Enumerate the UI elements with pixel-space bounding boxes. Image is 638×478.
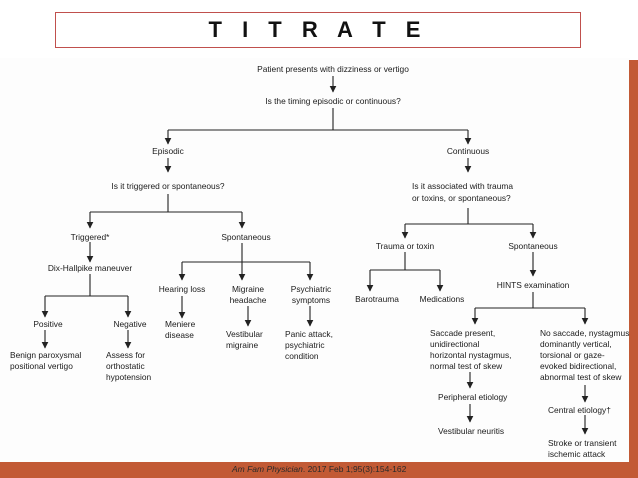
node-negative: Negative	[113, 319, 146, 329]
title-box: T I T R A T E	[55, 12, 581, 48]
node-panic-line2: psychiatric	[285, 340, 325, 350]
node-orthostatic-line1: Assess for	[106, 350, 145, 360]
node-psychiatric-symptoms-line1: Psychiatric	[291, 284, 332, 294]
node-stroke-line2: ischemic attack	[548, 449, 606, 459]
node-continuous: Continuous	[447, 146, 489, 156]
node-panic-line3: condition	[285, 351, 319, 361]
node-vestibular-migraine-line2: migraine	[226, 340, 258, 350]
node-bppv-line2: positional vertigo	[10, 361, 73, 371]
node-no-saccade-line4: evoked bidirectional,	[540, 361, 616, 371]
node-no-saccade-line1: No saccade, nystagmus	[540, 328, 629, 338]
node-saccade-line4: normal test of skew	[430, 361, 503, 371]
node-medications: Medications	[420, 294, 465, 304]
node-trauma-question-line2: or toxins, or spontaneous?	[412, 193, 511, 203]
node-trauma-question-line1: Is it associated with trauma	[412, 181, 513, 191]
node-saccade-line1: Saccade present,	[430, 328, 495, 338]
node-trauma-or-toxin: Trauma or toxin	[376, 241, 435, 251]
slide-title: T I T R A T E	[208, 17, 428, 42]
node-orthostatic-line2: orthostatic	[106, 361, 145, 371]
node-bppv-line1: Benign paroxysmal	[10, 350, 81, 360]
node-meniere-line1: Meniere	[165, 319, 196, 329]
node-vestibular-migraine-line1: Vestibular	[226, 329, 263, 339]
node-psychiatric-symptoms-line2: symptoms	[292, 295, 330, 305]
node-start: Patient presents with dizziness or verti…	[257, 64, 409, 74]
node-hearing-loss: Hearing loss	[159, 284, 206, 294]
node-dix-hallpike: Dix-Hallpike maneuver	[48, 263, 132, 273]
node-saccade-line3: horizontal nystagmus,	[430, 350, 511, 360]
node-no-saccade-line2: dominantly vertical,	[540, 339, 612, 349]
node-peripheral-etiology: Peripheral etiology	[438, 392, 508, 402]
node-barotrauma: Barotrauma	[355, 294, 399, 304]
node-saccade-line2: unidirectional	[430, 339, 479, 349]
citation: Am Fam Physician. 2017 Feb 1;95(3):154-1…	[232, 464, 406, 474]
connector-lines	[41, 76, 589, 435]
node-triggered-question: Is it triggered or spontaneous?	[111, 181, 224, 191]
node-triggered: Triggered*	[71, 232, 111, 242]
citation-details: . 2017 Feb 1;95(3):154-162	[302, 464, 407, 474]
node-episodic: Episodic	[152, 146, 184, 156]
node-orthostatic-line3: hypotension	[106, 372, 152, 382]
node-migraine-headache-line1: Migraine	[232, 284, 264, 294]
footer-bar	[0, 462, 638, 478]
node-migraine-headache-line2: headache	[230, 295, 267, 305]
node-panic-line1: Panic attack,	[285, 329, 333, 339]
node-timing-question: Is the timing episodic or continuous?	[265, 96, 401, 106]
node-spontaneous-episodic: Spontaneous	[221, 232, 270, 242]
flowchart-area	[0, 58, 630, 462]
citation-journal: Am Fam Physician	[232, 464, 303, 474]
node-stroke-line1: Stroke or transient	[548, 438, 617, 448]
right-accent-bar	[629, 60, 638, 462]
node-meniere-line2: disease	[165, 330, 194, 340]
node-central-etiology: Central etiology†	[548, 405, 611, 415]
node-no-saccade-line5: abnormal test of skew	[540, 372, 622, 382]
node-spontaneous-continuous: Spontaneous	[508, 241, 557, 251]
node-positive: Positive	[33, 319, 63, 329]
node-no-saccade-line3: torsional or gaze-	[540, 350, 605, 360]
node-hints-examination: HINTS examination	[497, 280, 570, 290]
node-vestibular-neuritis: Vestibular neuritis	[438, 426, 504, 436]
